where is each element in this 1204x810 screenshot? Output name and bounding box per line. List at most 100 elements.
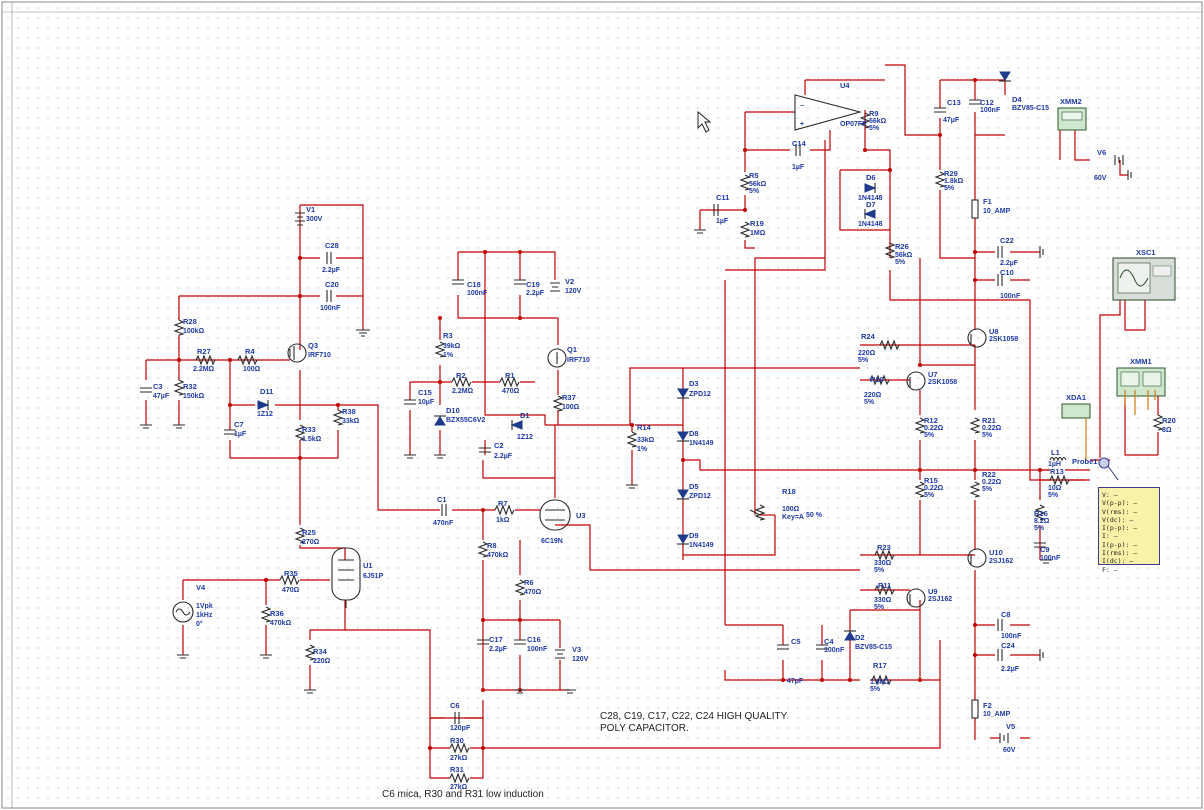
label-R38: R38: [342, 407, 356, 416]
source-symbols[interactable]: [172, 155, 1124, 743]
label-Q3: Q3: [308, 341, 318, 350]
label-D6: D6: [866, 173, 876, 182]
value3-V4: 0°: [196, 620, 203, 628]
value-R27: 2.2MΩ: [193, 366, 215, 373]
label-C10: C10: [1000, 268, 1014, 277]
value-V3: 120V: [572, 656, 589, 663]
value-R15: 0.22Ω: [924, 485, 944, 492]
label-R35: R35: [284, 569, 298, 578]
label-U1: U1: [363, 561, 373, 570]
resistor-symbols[interactable]: [173, 112, 1164, 784]
value-R36: 470kΩ: [270, 620, 292, 627]
value-R14: 33kΩ: [637, 437, 655, 444]
instrument-xmm1[interactable]: [1116, 367, 1166, 415]
label-F1: F1: [983, 197, 992, 206]
opamp-symbol[interactable]: −+: [794, 94, 863, 131]
label-V6: V6: [1097, 148, 1106, 157]
value-C14: 1µF: [792, 164, 805, 171]
label-R37: R37: [562, 393, 576, 402]
probe-line: I: –: [1102, 532, 1118, 541]
value-R34: 220Ω: [313, 658, 331, 665]
value2-R10: 5%: [864, 399, 875, 406]
label-R16: R16: [1034, 509, 1048, 518]
diode-symbols[interactable]: [257, 71, 1011, 641]
label-R29: R29: [944, 169, 958, 178]
label-R20: R20: [1162, 416, 1176, 425]
note-poly-capacitor-line1: C28, C19, C17, C22, C24 HIGH QUALITY: [600, 711, 788, 722]
value-R23: 330Ω: [874, 560, 892, 567]
value-V1: 300V: [306, 216, 323, 223]
value-D6: 1N4148: [858, 195, 883, 202]
label-C3: C3: [153, 382, 163, 391]
instrument-xsc1[interactable]: [1112, 257, 1176, 301]
label-C16: C16: [527, 635, 541, 644]
value-R24: 220Ω: [858, 350, 876, 357]
label-C1: C1: [437, 495, 447, 504]
value-R10: 220Ω: [864, 392, 882, 399]
label-V2: V2: [565, 277, 574, 286]
label-R13: R13: [1050, 467, 1064, 476]
value-U3: 6C19N: [541, 538, 563, 545]
value-D9: 1N4149: [689, 542, 714, 549]
value-C18: 100nF: [467, 290, 488, 297]
label-R31: R31: [450, 765, 464, 774]
probe-line: V: –: [1102, 491, 1118, 499]
tube-symbols[interactable]: [331, 499, 571, 608]
label-R17: R17: [873, 661, 887, 670]
label-C6: C6: [450, 701, 460, 710]
label-C9: C9: [1040, 545, 1050, 554]
ground-symbols[interactable]: [140, 170, 1132, 694]
value-C22: 2.2µF: [1000, 260, 1019, 267]
capacitor-symbols[interactable]: [140, 99, 1046, 724]
label-V5: V5: [1006, 722, 1015, 731]
value2-R5: 5%: [749, 188, 760, 195]
value-C11: 1µF: [716, 218, 729, 225]
label-R22: R22: [982, 470, 996, 479]
value2-R12: 5%: [924, 432, 935, 439]
value-Q3: IRF710: [308, 352, 331, 359]
value-R19: 1MΩ: [750, 230, 766, 237]
transistor-symbols[interactable]: [287, 328, 987, 608]
component-labels: V1 300V C28 2.2µF C20 100nF R28 100kΩ R2…: [153, 81, 1176, 791]
label-C13: C13: [947, 98, 961, 107]
note-c6-mica: C6 mica, R30 and R31 low induction: [382, 789, 544, 800]
value-C2: 2.2µF: [494, 453, 513, 460]
label-R10: R10: [870, 375, 884, 384]
fuse-symbols[interactable]: [971, 199, 979, 719]
value-D10: BZX55C6V2: [446, 417, 485, 424]
value-C8: 100nF: [1001, 633, 1022, 640]
label-Q1: Q1: [567, 345, 577, 354]
label-U8: U8: [989, 327, 999, 336]
label-C11: C11: [716, 193, 729, 202]
value-D1: 1Z12: [517, 434, 533, 441]
value2-R21: 5%: [982, 432, 993, 439]
value-R17: 1.8kΩ: [870, 679, 890, 686]
value-R6: 470Ω: [524, 589, 542, 596]
label-C28: C28: [325, 241, 339, 250]
value-U8: 2SK1058: [989, 336, 1018, 343]
label-C19: C19: [526, 280, 540, 289]
label-R3: R3: [443, 331, 453, 340]
label-D11: D11: [260, 387, 273, 396]
value2-V4: 1kHz: [196, 612, 213, 619]
instrument-xda1[interactable]: [1061, 403, 1091, 460]
value-R38: 33kΩ: [342, 418, 360, 425]
label-C12: C12: [980, 98, 994, 107]
value-C9: 100nF: [1040, 555, 1061, 562]
instrument-xmm2[interactable]: [1057, 107, 1087, 131]
probe-icon[interactable]: [1098, 457, 1119, 481]
value-C16: 100nF: [527, 646, 548, 653]
value-C5: 47µF: [787, 678, 804, 685]
label-C5: C5: [791, 637, 801, 646]
label-C4: C4: [824, 637, 834, 646]
label-R6: R6: [524, 578, 534, 587]
label-C24: C24: [1001, 641, 1016, 650]
probe-label: Probe1: [1072, 457, 1097, 466]
label-R8: R8: [487, 541, 497, 550]
value-C3: 47µF: [153, 393, 170, 400]
value-C24: 2.2µF: [1001, 666, 1020, 673]
value-D4: BZV85-C15: [1012, 105, 1049, 112]
probe-readout[interactable]: V: – V(p-p): – V(rms): – V(dc): – I(p-p)…: [1098, 487, 1160, 574]
value-C6: 120pF: [450, 725, 471, 732]
